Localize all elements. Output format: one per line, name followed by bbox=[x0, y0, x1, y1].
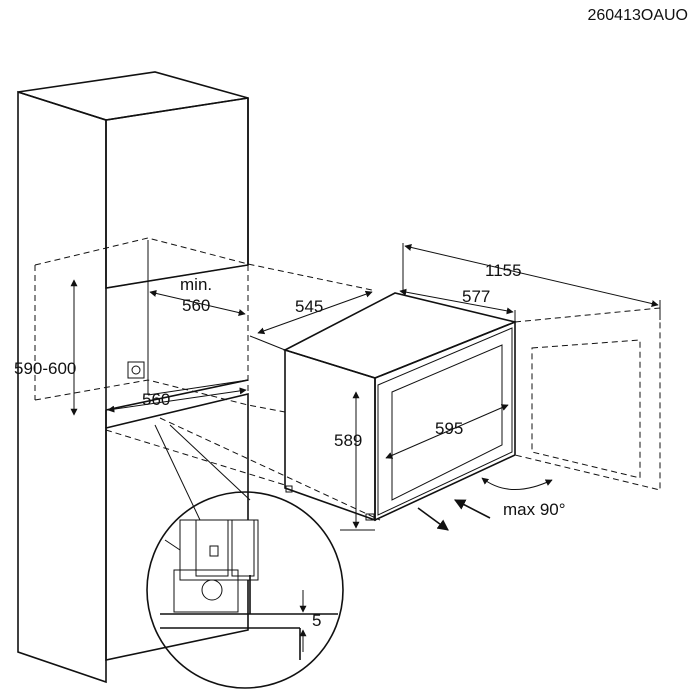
detail-callout bbox=[146, 424, 344, 689]
tall-cabinet bbox=[17, 71, 249, 684]
dim-appliance-height: 589 bbox=[334, 431, 362, 450]
dim-front-width: 577 bbox=[462, 287, 490, 306]
open-door-outline bbox=[514, 307, 661, 491]
dashed-guides bbox=[34, 237, 381, 521]
dim-niche-width: 560 bbox=[142, 390, 170, 409]
dim-door-opening: max 90° bbox=[503, 500, 566, 519]
dim-door-width: 595 bbox=[435, 419, 463, 438]
power-socket-icon bbox=[127, 361, 145, 379]
appliance bbox=[282, 292, 518, 522]
document-reference: 260413OAUO bbox=[587, 7, 688, 24]
dimension-lines bbox=[70, 243, 661, 531]
dim-depth: 545 bbox=[295, 297, 323, 316]
dim-gap: 5 bbox=[312, 611, 321, 630]
dim-niche-min-label: min. bbox=[180, 275, 212, 294]
dim-niche-min-value: 560 bbox=[182, 296, 210, 315]
dim-niche-height: 590-600 bbox=[14, 359, 76, 378]
dim-total-width: 1155 bbox=[485, 261, 522, 280]
